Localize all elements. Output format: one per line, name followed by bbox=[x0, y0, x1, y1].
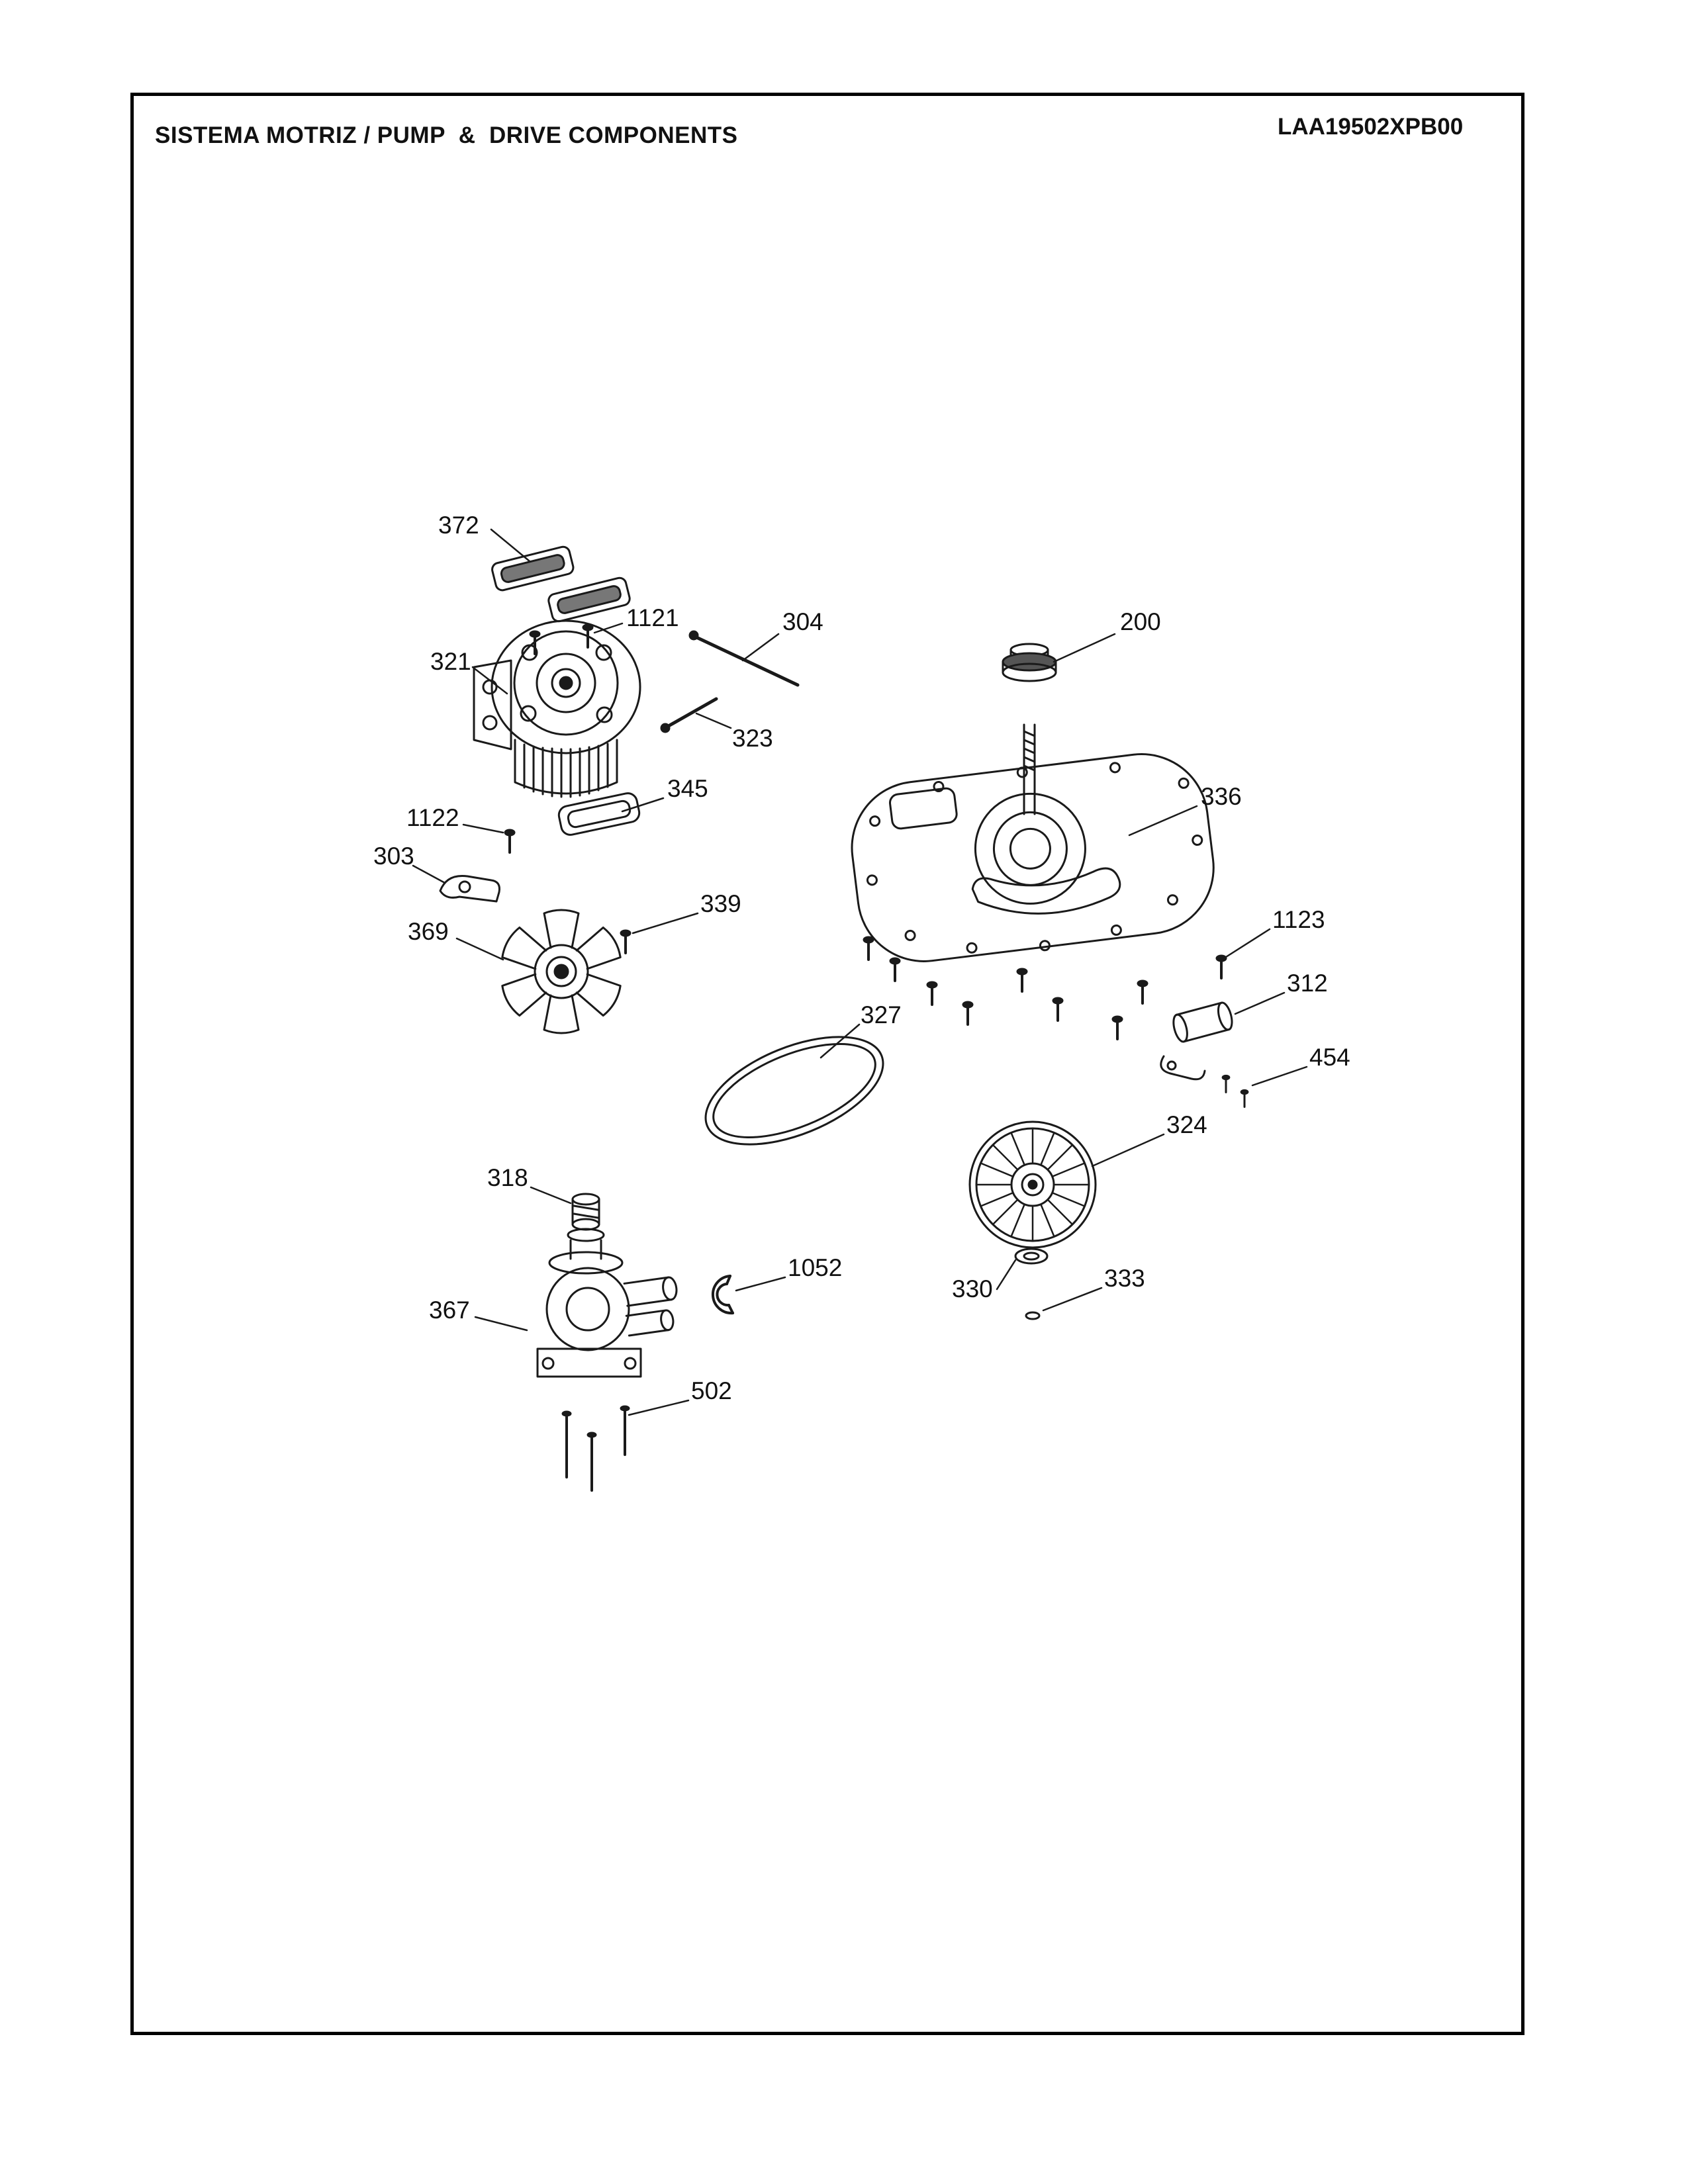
part-label-323: 323 bbox=[732, 725, 773, 752]
document-id: LAA19502XPB00 bbox=[1278, 114, 1464, 140]
motor-321 bbox=[473, 619, 641, 798]
pulley-324 bbox=[968, 1120, 1097, 1249]
screw-1122 bbox=[503, 828, 516, 854]
part-label-330: 330 bbox=[952, 1275, 993, 1302]
belt-327 bbox=[704, 1036, 884, 1146]
part-labels: 372 1121 304 200 321 323 345 336 1122 30… bbox=[373, 512, 1350, 1404]
part-label-318: 318 bbox=[487, 1164, 528, 1191]
part-label-369: 369 bbox=[408, 918, 449, 945]
pump-367 bbox=[536, 1239, 678, 1378]
part-label-345: 345 bbox=[667, 775, 708, 802]
part-label-454: 454 bbox=[1309, 1044, 1350, 1071]
part-label-200: 200 bbox=[1120, 608, 1161, 635]
rotor-369 bbox=[498, 909, 625, 1034]
washer-330 bbox=[1014, 1248, 1049, 1265]
screws-454 bbox=[1221, 1073, 1250, 1108]
clamp-1052 bbox=[712, 1275, 734, 1315]
screw-339 bbox=[619, 929, 632, 954]
part-label-339: 339 bbox=[700, 890, 741, 917]
part-label-304: 304 bbox=[782, 608, 823, 635]
screws-1123 bbox=[862, 935, 1228, 1040]
part-label-327: 327 bbox=[861, 1001, 902, 1028]
part-label-372: 372 bbox=[438, 512, 479, 539]
oring-333 bbox=[1025, 1311, 1041, 1320]
damper-pads-372 bbox=[491, 545, 631, 623]
roller-312 bbox=[1160, 1001, 1233, 1081]
part-label-324: 324 bbox=[1166, 1111, 1207, 1138]
screw-323 bbox=[660, 697, 718, 733]
valve-318 bbox=[567, 1193, 605, 1242]
part-label-367: 367 bbox=[429, 1297, 470, 1324]
cap-200 bbox=[1002, 643, 1057, 682]
part-label-312: 312 bbox=[1287, 970, 1328, 997]
gearcase-336 bbox=[851, 723, 1215, 962]
bracket-303 bbox=[439, 874, 500, 903]
part-label-1052: 1052 bbox=[788, 1254, 842, 1281]
part-label-1123: 1123 bbox=[1272, 906, 1325, 933]
part-label-1122: 1122 bbox=[406, 804, 459, 831]
rod-304 bbox=[688, 630, 800, 687]
part-label-1121: 1121 bbox=[626, 604, 679, 631]
screws-502 bbox=[561, 1405, 630, 1492]
part-label-303: 303 bbox=[373, 842, 414, 870]
page-title: SISTEMA MOTRIZ / PUMP & DRIVE COMPONENTS bbox=[155, 122, 738, 148]
part-label-336: 336 bbox=[1201, 783, 1242, 810]
plate-345 bbox=[557, 792, 641, 836]
part-label-321: 321 bbox=[430, 648, 471, 675]
leader-lines bbox=[412, 528, 1308, 1416]
part-label-502: 502 bbox=[691, 1377, 732, 1404]
part-label-333: 333 bbox=[1104, 1265, 1145, 1292]
diagram-border bbox=[130, 93, 1524, 2035]
